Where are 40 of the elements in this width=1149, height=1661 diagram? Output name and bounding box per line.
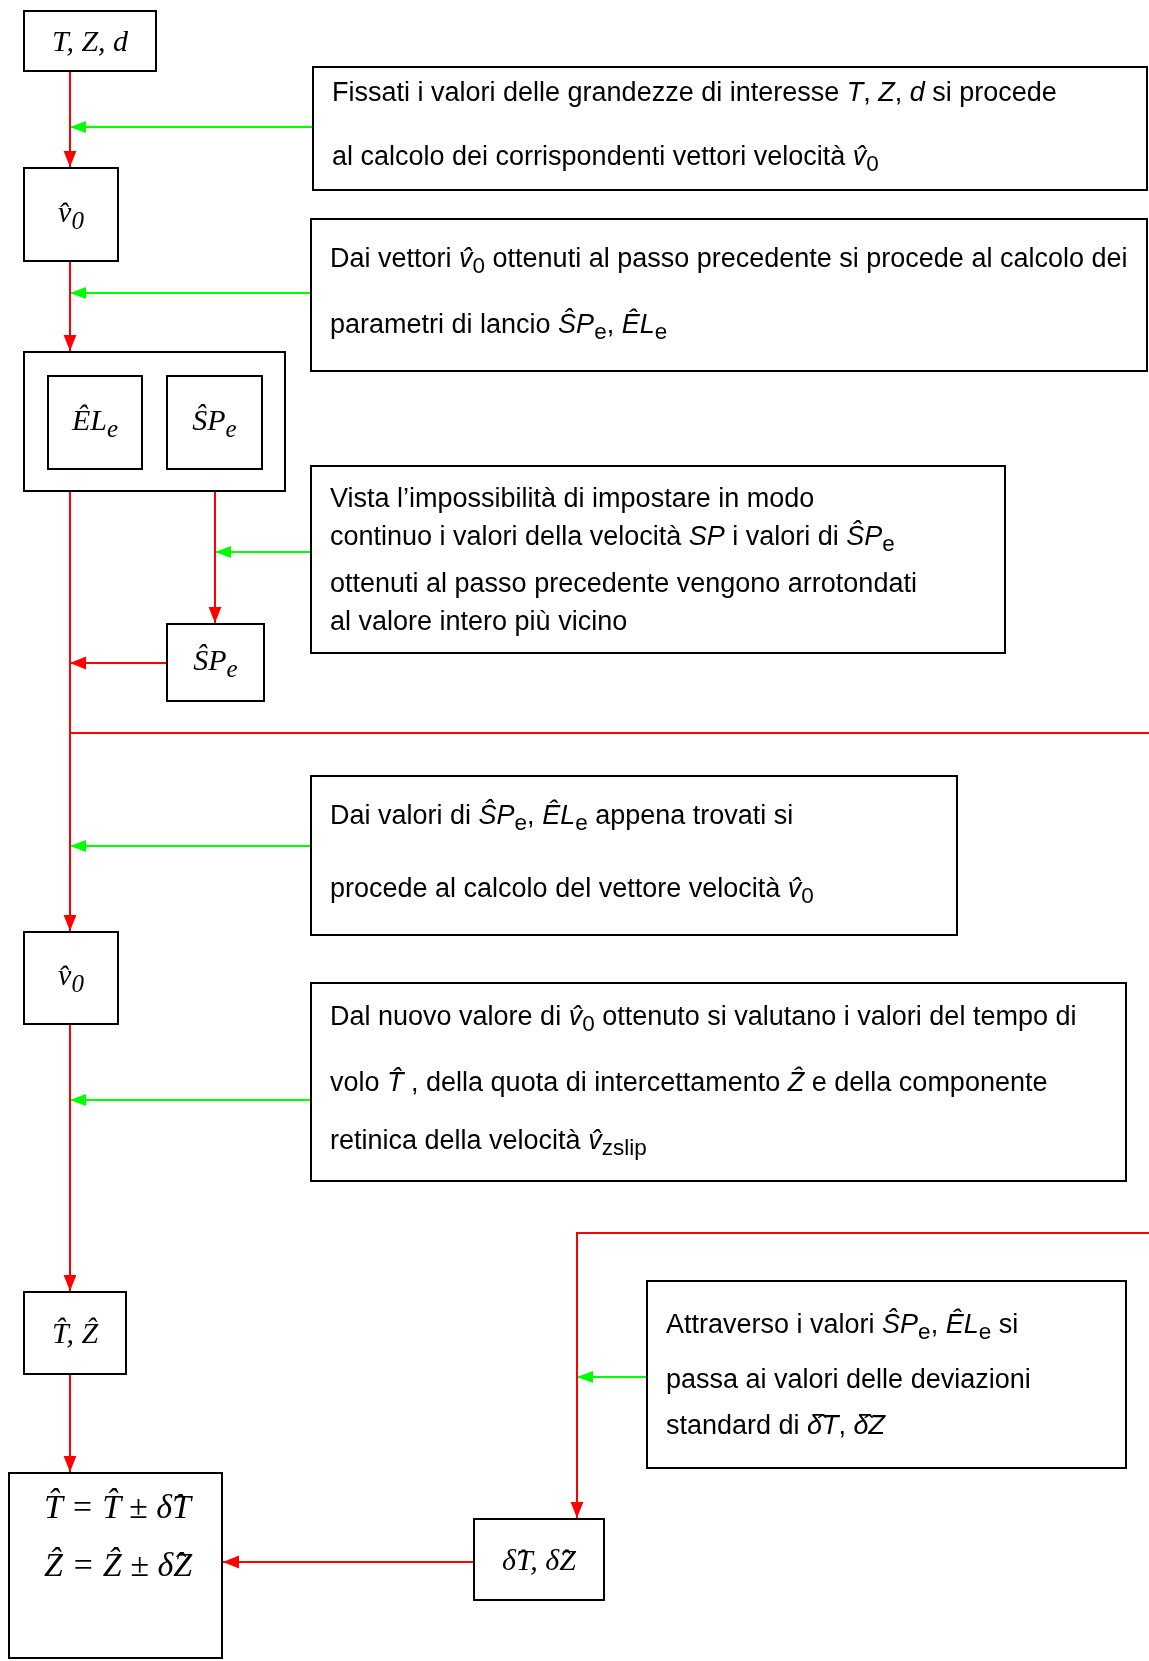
math-label: Ẑ = Ẑ ± δ̂Z [44, 1545, 193, 1585]
math-box [23, 931, 119, 1025]
math-label: v̂$_{0}$ [58, 193, 84, 236]
arrow [208, 491, 222, 624]
math-box [473, 1518, 605, 1601]
text-box [312, 66, 1148, 191]
text-box [310, 775, 958, 936]
description-text: Attraverso i valori ŜP$_{e}$, ÊL$_{e}$ si passa ai valori delle deviazioni standard di δ̂T, δ̂Z [666, 1307, 1032, 1442]
text-box [310, 465, 1006, 654]
arrow [69, 656, 167, 670]
math-box [166, 623, 265, 702]
text-box [646, 1280, 1127, 1469]
arrow [63, 71, 77, 168]
arrow [570, 1232, 1149, 1519]
math-box [23, 1291, 127, 1375]
arrow [222, 1555, 474, 1569]
math-box [47, 375, 143, 470]
math-box [8, 1472, 223, 1659]
math-label: ŜP$_{e}$ [193, 641, 238, 684]
description-text: Dai valori di ŜP$_{e}$, ÊL$_{e}$ appena trovati si procede al calcolo del vettore velocità v̂$_{0}$ [330, 798, 815, 910]
math-label: T̂ = T̂ ± δ̂T [44, 1487, 191, 1527]
math-label: ÊL$_{e}$ [71, 401, 119, 444]
arrow [63, 1024, 77, 1292]
math-box [23, 10, 157, 72]
math-label: v̂$_{0}$ [58, 957, 84, 999]
math-box [23, 167, 119, 262]
math-label: ŜP$_{e}$ [192, 401, 237, 444]
description-text: Dai vettori v̂$_{0}$ ottenuti al passo precedente si procede al calcolo dei parametri di lancio ŜP$_{e}$, ÊL$_{e}$ [330, 241, 1128, 347]
arrow [63, 261, 77, 352]
group-box [23, 351, 286, 492]
math-label: δ̂T, δ̂Z [501, 1541, 576, 1578]
math-label: T, Z, d [51, 23, 129, 59]
math-box [166, 375, 263, 470]
description-text: Fissati i valori delle grandezze di interesse T, Z, d si procede al calcolo dei corrispondenti vettori velocità v̂$_{0}$ [332, 76, 1058, 179]
arrow [63, 1374, 77, 1473]
description-text: Vista l’impossibilità di impostare in modo continuo i valori della velocità SP i valori di ŜP$_{e}$ ottenuti al passo precedente vengono arrotondati al valore intero più vicino [330, 482, 918, 638]
math-label: T̂, Ẑ [51, 1315, 99, 1351]
text-box [310, 982, 1127, 1182]
description-text: Dal nuovo valore di v̂$_{0}$ ottenuto si valutano i valori del tempo di volo T̂ , della quota di intercettamento Ẑ e della componente retinica della velocità v̂$_{zslip}$ [330, 999, 1078, 1163]
text-box [310, 218, 1148, 372]
